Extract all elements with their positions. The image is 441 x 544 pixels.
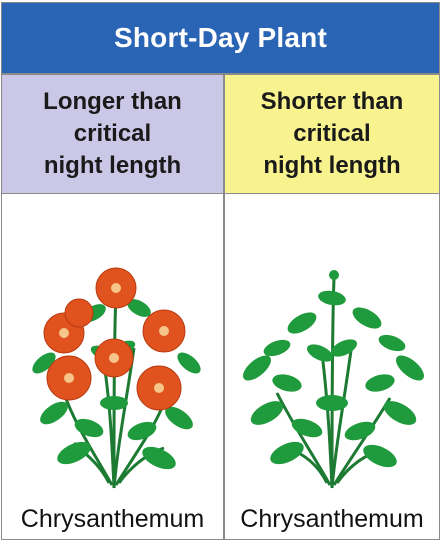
header-longer-night-label: Longer than critical night length [43,86,182,182]
table-title: Short-Day Plant [114,22,327,54]
flowering-chrysanthemum-illustration [14,253,214,493]
caption-non-flowering-plant: Chrysanthemum [225,499,439,539]
header-shorter-night: Shorter than critical night length [225,75,439,193]
column-divider [223,73,225,539]
non-flowering-chrysanthemum-illustration [232,253,432,493]
title-bar: Short-Day Plant [2,3,439,73]
divider [2,193,439,194]
caption-flowering-plant: Chrysanthemum [2,499,223,539]
header-longer-night: Longer than critical night length [2,75,223,193]
header-shorter-night-label: Shorter than critical night length [261,86,404,182]
